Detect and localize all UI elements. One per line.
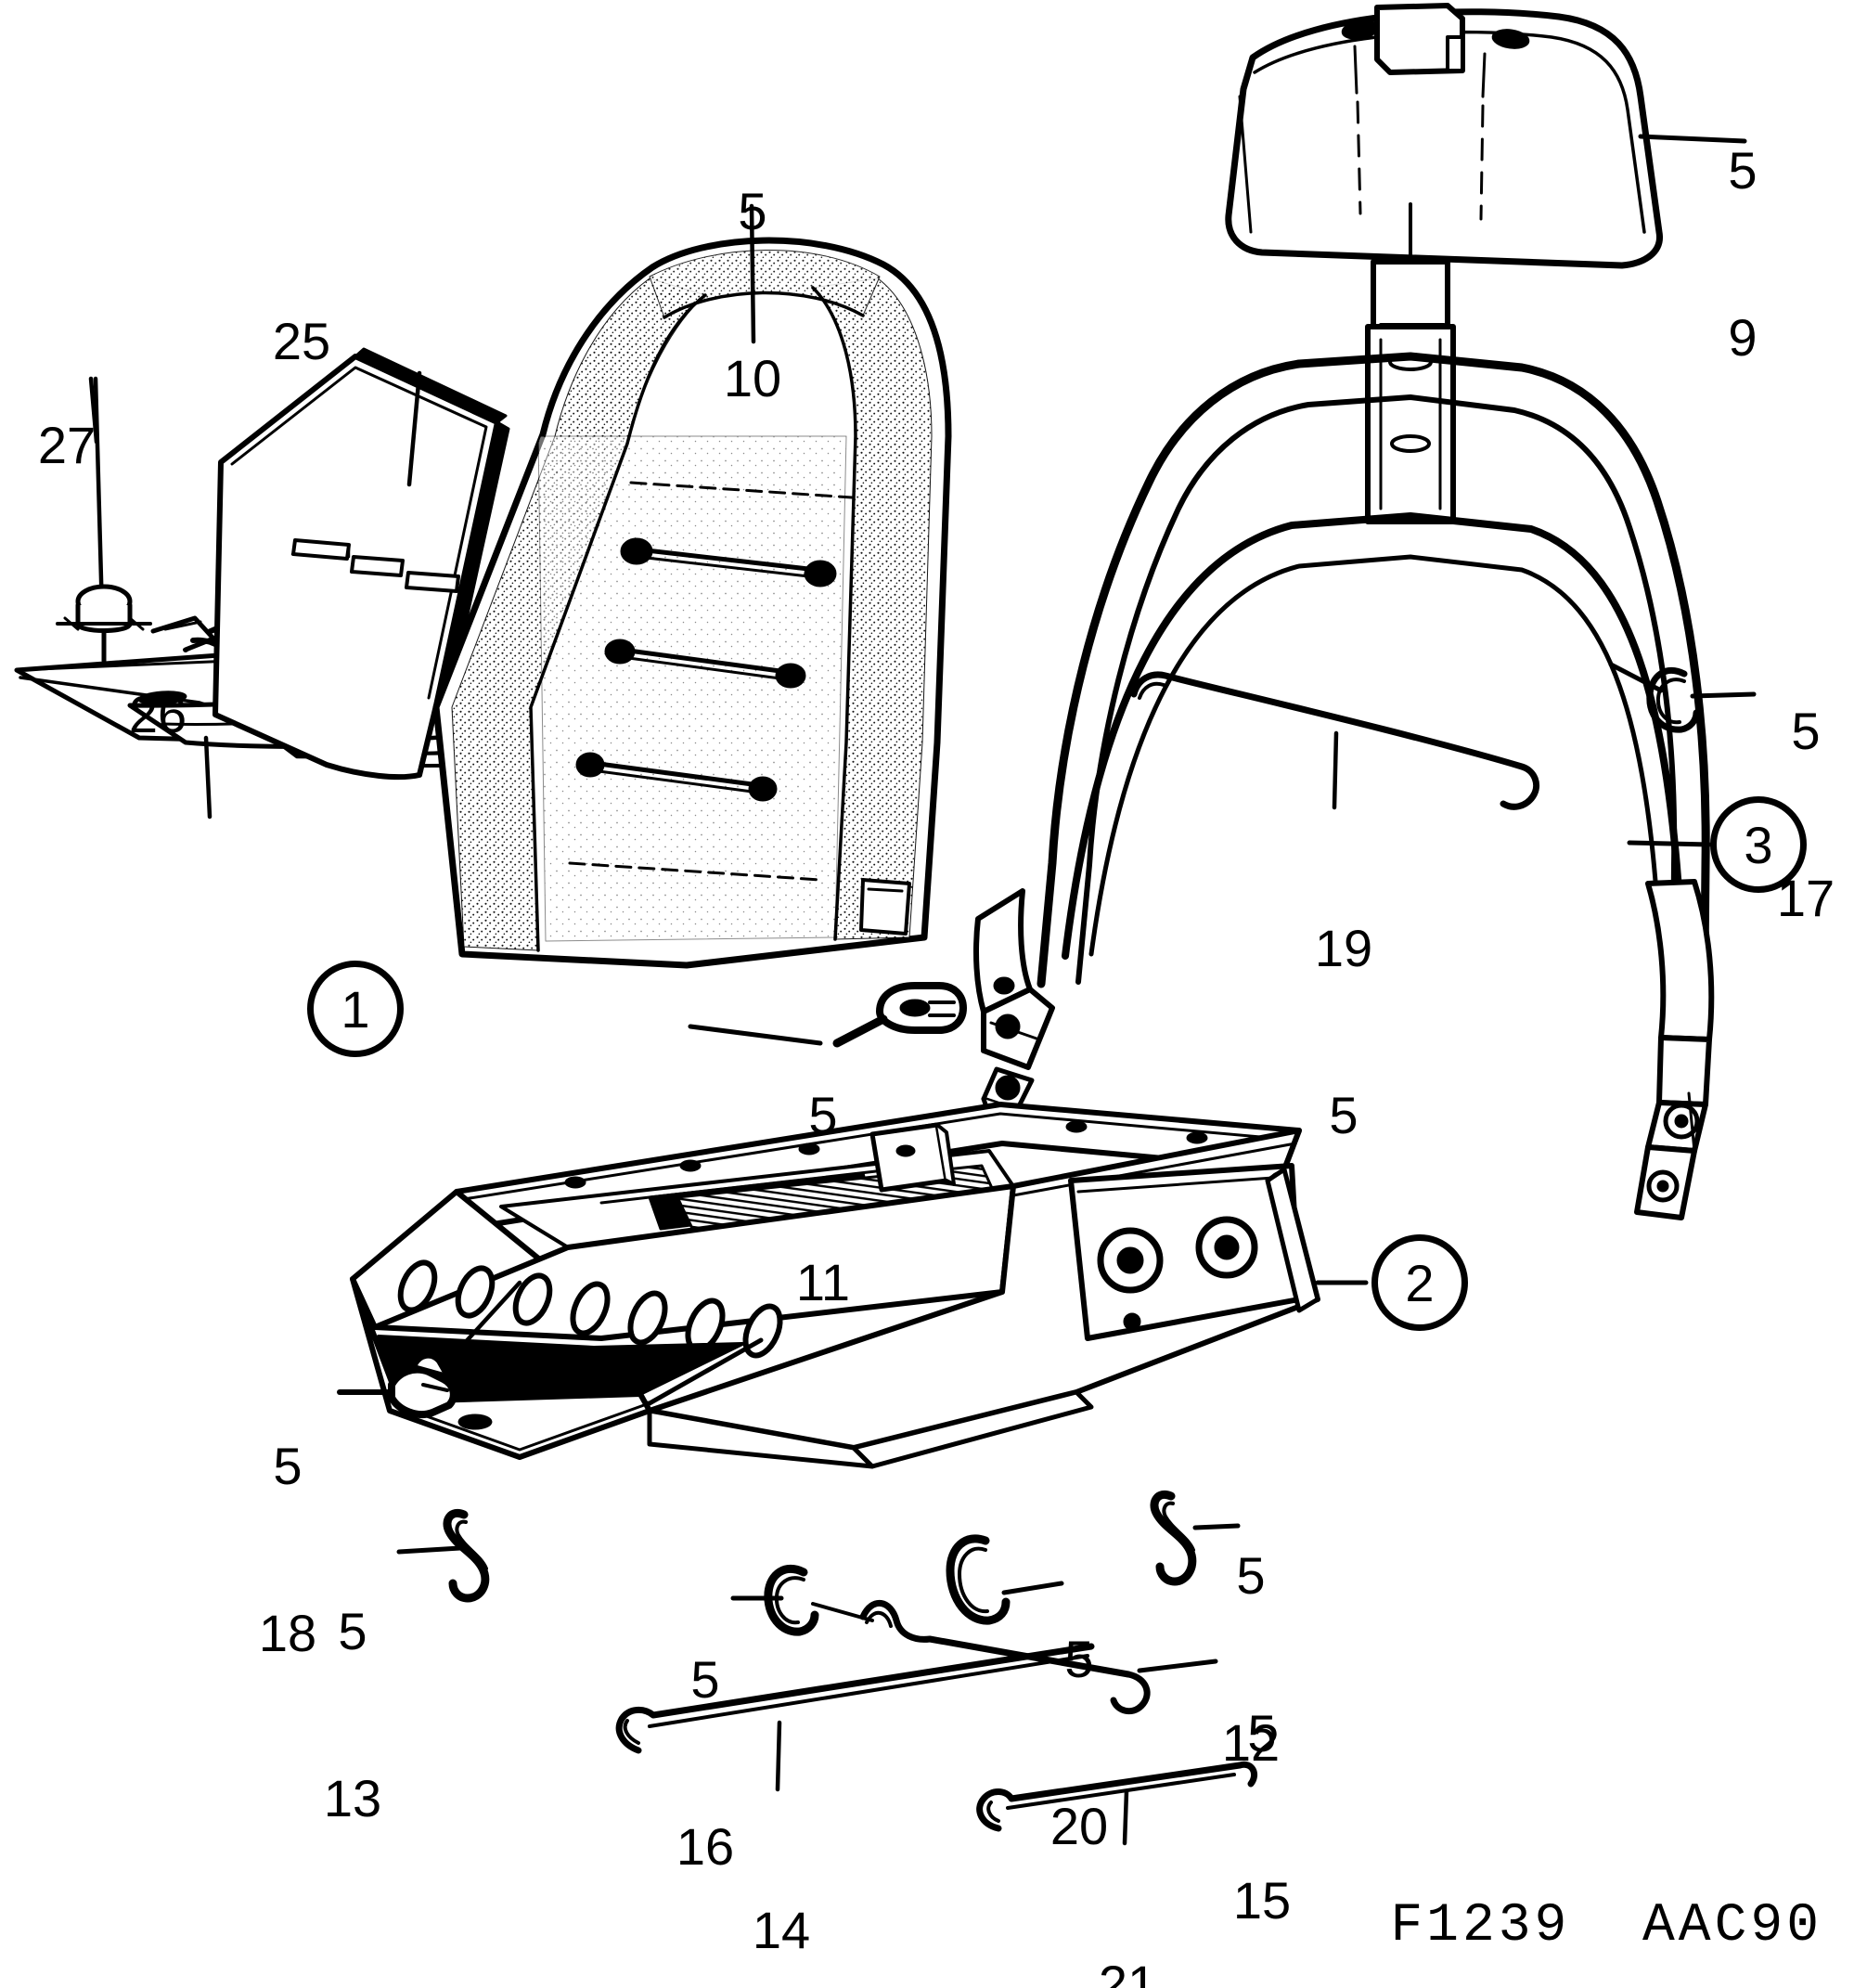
- part-label-21[interactable]: 21 5: [1072, 1845, 1183, 1988]
- part-label-18-line-1: 5: [273, 1437, 303, 1495]
- part-16-c-clip: [730, 1564, 874, 1636]
- part-label-17-line-1: 5: [1791, 702, 1821, 760]
- part-label-18-line-2: 18: [258, 1604, 317, 1662]
- drawing-code: F1239 AAC90: [1390, 1896, 1822, 1956]
- part-label-17-line-2: 17: [1776, 869, 1835, 927]
- part-10-backrest-cushion: [432, 203, 952, 969]
- part-label-19[interactable]: 19 5: [1288, 809, 1399, 1255]
- part-27-grommet: [56, 376, 152, 664]
- assembly-callout-2[interactable]: 2: [1371, 1234, 1468, 1331]
- part-label-16-line-2: 16: [676, 1817, 735, 1876]
- part-14-wire-rod-long: [615, 1643, 1095, 1792]
- part-12-s-clip: [1150, 1491, 1241, 1586]
- part-label-10-line-2: 10: [723, 349, 782, 407]
- part-17-c-clip: [1608, 662, 1757, 733]
- part-label-21-line-1: 21: [1098, 1955, 1157, 1988]
- part-label-10[interactable]: 5 10: [697, 72, 808, 518]
- part-label-11[interactable]: 5 11: [767, 976, 879, 1422]
- part-label-25-line-1: 25: [272, 312, 331, 370]
- part-label-26[interactable]: 26: [121, 575, 195, 854]
- part-label-20[interactable]: 5 20: [1019, 1520, 1140, 1966]
- part-label-16-line-1: 5: [690, 1650, 720, 1709]
- part-label-11-line-2: 11: [795, 1253, 851, 1311]
- assembly-callout-1[interactable]: 1: [307, 961, 404, 1057]
- part-label-17[interactable]: 5 17: [1750, 592, 1861, 1038]
- part-label-9-line-1: 5: [1728, 141, 1758, 200]
- part-label-15-line-1: 5: [1247, 1704, 1277, 1762]
- part-11-retaining-clip: [832, 982, 967, 1048]
- part-13-s-clip: [396, 1509, 490, 1603]
- part-label-9-line-2: 9: [1728, 308, 1758, 367]
- part-18-retaining-clip: [337, 1280, 522, 1418]
- part-label-13-line-2: 13: [323, 1769, 382, 1827]
- part-label-15[interactable]: 5 15: [1206, 1594, 1318, 1988]
- part-label-13-line-1: 5: [338, 1602, 367, 1660]
- part-15-wire-rod-bent: [859, 1599, 1218, 1715]
- part-20-c-clip: [946, 1534, 1064, 1625]
- part-label-20-line-1: 5: [1064, 1630, 1094, 1688]
- part-2-seat-frame: [350, 1102, 1369, 1469]
- part-label-10-line-1: 5: [738, 182, 767, 240]
- part-label-14-line-1: 14: [752, 1901, 811, 1959]
- part-label-19-line-1: 19: [1314, 919, 1373, 977]
- part-label-14[interactable]: 14 5: [726, 1791, 837, 1988]
- part-label-9[interactable]: 5 9: [1687, 32, 1798, 477]
- part-21-wire-rod-hook: [976, 1761, 1257, 1846]
- part-label-16[interactable]: 5 16: [650, 1541, 761, 1986]
- part-label-12-line-1: 5: [1236, 1546, 1266, 1605]
- part-label-25[interactable]: 25: [264, 202, 339, 481]
- part-label-11-line-1: 5: [808, 1086, 838, 1144]
- part-19-wire-rod: [1130, 671, 1539, 810]
- assembly-callout-3[interactable]: 3: [1710, 796, 1807, 893]
- part-label-20-line-2: 20: [1049, 1797, 1109, 1855]
- part-label-12[interactable]: 5 12: [1195, 1437, 1307, 1882]
- part-label-27[interactable]: 27: [30, 306, 104, 585]
- part-label-13[interactable]: 5 13: [297, 1492, 408, 1938]
- leader-lines: [88, 376, 823, 1046]
- part-label-12-line-2: 12: [1221, 1713, 1281, 1772]
- part-label-26-line-1: 26: [128, 685, 187, 743]
- part-3-backrest-frame: [973, 202, 1715, 1220]
- part-label-19-line-2: 5: [1329, 1086, 1358, 1144]
- part-label-18[interactable]: 5 18: [232, 1327, 343, 1773]
- part-9-headrest-cushion: [1225, 3, 1747, 269]
- part-label-27-line-1: 27: [37, 416, 97, 474]
- part-label-15-line-2: 15: [1232, 1871, 1292, 1930]
- part-25-backrest-panel: [212, 347, 510, 781]
